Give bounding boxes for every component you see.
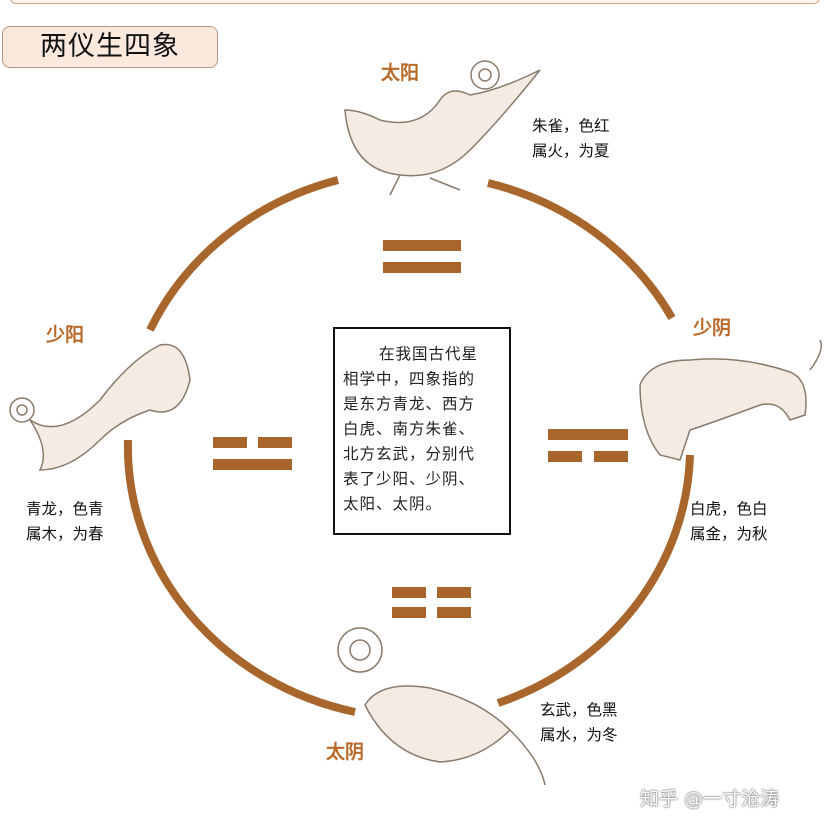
azure-dragon-icon — [9, 343, 191, 471]
desc-line: 朱雀，色红 — [532, 117, 610, 135]
trigram-taiyin — [392, 587, 471, 618]
trigram-shaoyang — [213, 437, 292, 470]
text-line: 在我国古代星 — [379, 345, 479, 363]
desc-line: 青龙，色青 — [26, 500, 104, 518]
desc-taiyin: 玄武，色黑 属水，为冬 — [540, 698, 618, 748]
desc-line: 属金，为秋 — [690, 525, 768, 543]
desc-taiyang: 朱雀，色红 属火，为夏 — [532, 114, 610, 164]
desc-shaoyin: 白虎，色白 属金，为秋 — [690, 497, 768, 547]
desc-line: 属水，为冬 — [540, 726, 618, 744]
watermark: 知乎 @一寸沧涛 — [640, 788, 780, 810]
text-line: 太阳、太阴。 — [343, 495, 443, 513]
black-tortoise-icon — [337, 627, 546, 786]
label-shaoyin: 少阴 — [693, 317, 732, 339]
center-text-box: 在我国古代星 相学中，四象指的 是东方青龙、西方 白虎、南方朱雀、 北方玄武，分… — [333, 327, 511, 535]
cycle-circle — [123, 176, 694, 716]
text-line: 相学中，四象指的 — [343, 370, 476, 388]
trigram-shaoyin — [548, 429, 628, 462]
page-title: 两仪生四象 — [2, 26, 218, 68]
white-tiger-icon — [639, 339, 822, 461]
arc-right-bottom — [496, 454, 694, 707]
label-taiyang: 太阳 — [381, 62, 420, 84]
trigram-taiyang — [383, 240, 461, 273]
vermilion-bird-icon — [344, 60, 541, 196]
label-shaoyang: 少阳 — [46, 324, 85, 346]
desc-line: 玄武，色黑 — [540, 701, 618, 719]
text-line: 白虎、南方朱雀、 — [343, 420, 476, 438]
text-line: 北方玄武，分别代 — [343, 445, 476, 463]
arc-left-top — [146, 176, 340, 332]
text-line: 是东方青龙、西方 — [343, 395, 476, 413]
arc-bottom-left — [123, 439, 356, 716]
desc-line: 属火，为夏 — [532, 142, 610, 160]
arc-top-right — [487, 179, 676, 320]
desc-line: 白虎，色白 — [690, 500, 768, 518]
label-taiyin: 太阴 — [326, 741, 365, 763]
text-line: 表了少阳、少阴、 — [343, 470, 476, 488]
desc-line: 属木，为春 — [26, 525, 104, 543]
desc-shaoyang: 青龙，色青 属木，为春 — [26, 497, 104, 547]
